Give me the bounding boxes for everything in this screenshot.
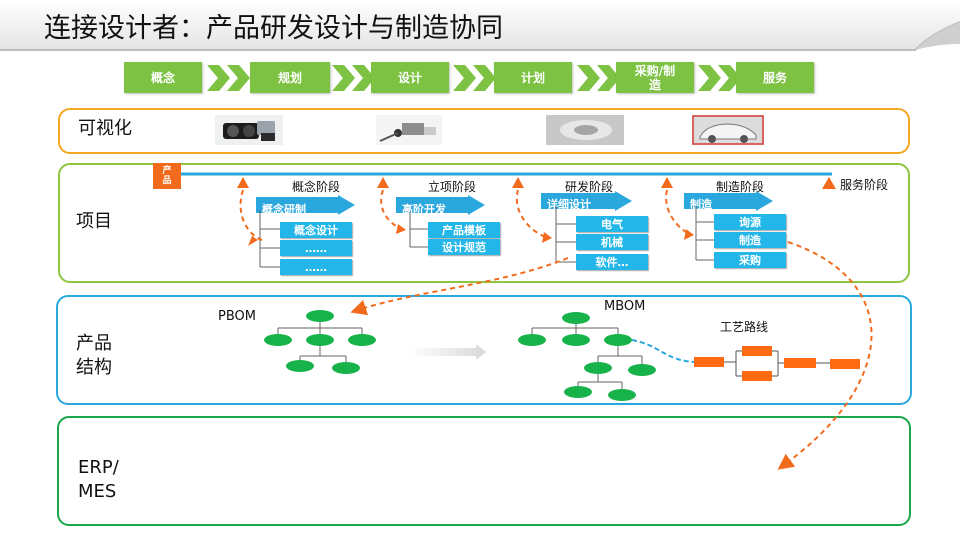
car-image: [692, 115, 764, 145]
task-mechanical: 机械: [576, 234, 648, 250]
task-concept-design: 概念设计: [280, 222, 352, 238]
flag-rnd: 详细设计: [547, 198, 591, 211]
task-concept-more-1: ……: [280, 240, 352, 256]
chevron-right-icon: [332, 65, 375, 91]
chevron-right-icon: [698, 65, 741, 91]
chevron-right-icon: [453, 65, 496, 91]
product-structure-label: 产品 结构: [76, 333, 112, 378]
task-software: 软件…: [576, 254, 648, 270]
step-schedule: 计划: [494, 62, 572, 93]
engine-image: [215, 115, 283, 145]
stage-rnd: 研发阶段: [565, 180, 614, 194]
task-purchasing: 采购: [714, 252, 786, 268]
routing-label: 工艺路线: [720, 320, 769, 334]
step-design: 设计: [371, 62, 449, 93]
task-production: 制造: [714, 232, 786, 248]
step-service: 服务: [736, 62, 814, 93]
chevron-right-icon: [577, 65, 620, 91]
task-electrical: 电气: [576, 216, 648, 232]
pbom-label: PBOM: [218, 309, 256, 324]
erp-mes-label: ERP/ MES: [78, 457, 119, 502]
visualization-lane: [58, 108, 910, 154]
task-product-template: 产品模板: [428, 222, 500, 238]
step-planning: 规划: [250, 62, 330, 93]
mbom-label: MBOM: [604, 299, 646, 314]
erp-mes-lane: [57, 416, 911, 526]
flag-concept: 概念研制: [262, 203, 306, 216]
flag-concept-arrow: [256, 195, 355, 215]
project-label: 项目: [76, 211, 112, 232]
task-sourcing: 询源: [714, 214, 786, 230]
mechanism-image: [376, 115, 442, 145]
chevron-right-icon: [207, 65, 250, 91]
flag-manufacturing: 制造: [690, 198, 712, 211]
title-bar: [0, 0, 960, 51]
visualization-label: 可视化: [78, 118, 132, 139]
stage-approval: 立项阶段: [428, 180, 477, 194]
flag-approval-arrow: [396, 195, 485, 215]
stage-manufacturing: 制造阶段: [716, 180, 765, 194]
page-title: 连接设计者：产品研发设计与制造协同: [44, 13, 503, 44]
product-structure-lane: [56, 295, 912, 405]
step-procurement: 采购/制 造: [616, 62, 694, 93]
task-design-spec: 设计规范: [428, 239, 500, 255]
step-concept: 概念: [124, 62, 202, 93]
task-concept-more-2: ……: [280, 259, 352, 275]
flag-approval: 高阶开发: [402, 203, 446, 216]
product-start-marker: 产 品: [153, 163, 181, 189]
stage-service: 服务阶段: [840, 178, 889, 192]
stage-concept: 概念阶段: [292, 180, 341, 194]
component-image: [546, 115, 624, 145]
